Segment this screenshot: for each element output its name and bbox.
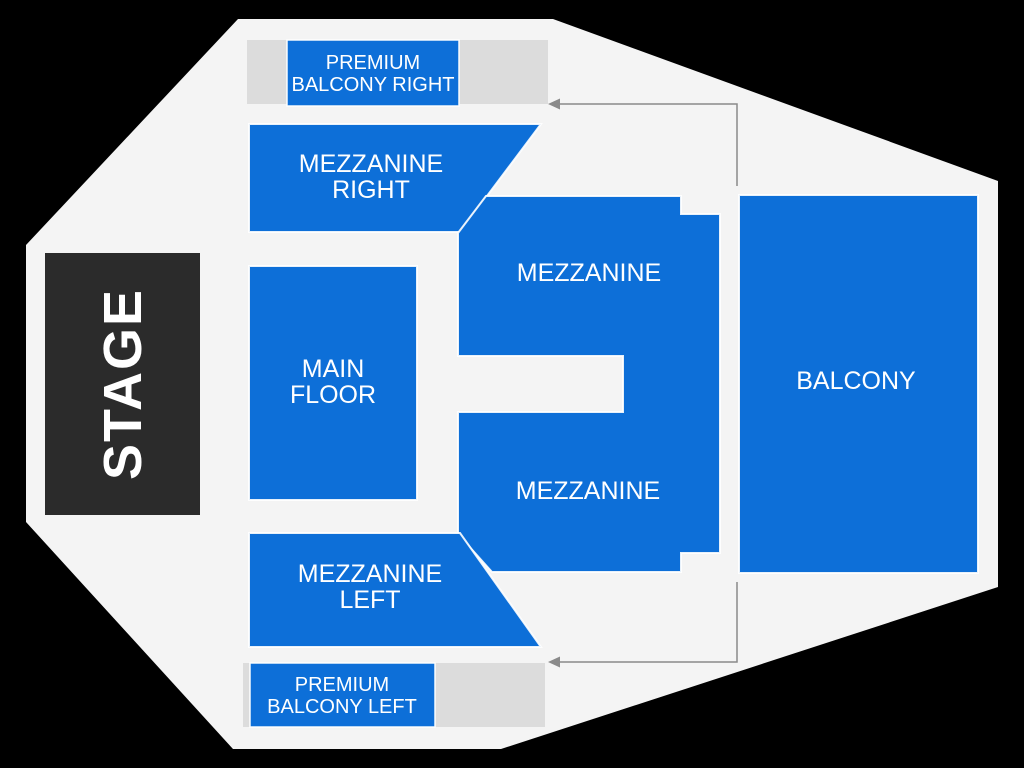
main-floor-label-line1: MAIN: [302, 355, 365, 383]
premium-balcony-left-label-line1: PREMIUM: [295, 674, 389, 696]
section-premium-balcony-right-group: PREMIUM BALCONY RIGHT: [286, 39, 460, 107]
arrow-line-top: [558, 103, 738, 186]
section-balcony[interactable]: [738, 194, 979, 574]
stage: STAGE: [45, 253, 200, 515]
arrow-line-bottom: [558, 582, 738, 663]
premium-balcony-right-label-line1: PREMIUM: [326, 52, 420, 74]
stage-block: [45, 253, 200, 515]
mezzanine-left-label-line1: MEZZANINE: [298, 560, 442, 588]
section-mezzanine-right-group: MEZZANINE RIGHT: [248, 123, 543, 233]
mezzanine-left-label-line2: LEFT: [339, 586, 400, 614]
mezzanine-right-label-line1: MEZZANINE: [299, 150, 443, 178]
section-premium-balcony-left[interactable]: [249, 662, 436, 728]
premium-balcony-left-label-line2: BALCONY LEFT: [267, 696, 417, 718]
arrow-to-premium-balcony-right: [548, 98, 738, 186]
balcony-label: BALCONY: [796, 367, 916, 395]
arrowhead-bottom-icon: [548, 656, 560, 668]
section-balcony-group: BALCONY: [738, 194, 979, 574]
stage-label: STAGE: [93, 288, 153, 480]
section-mezzanine-center-group: MEZZANINE MEZZANINE: [457, 195, 721, 573]
section-premium-balcony-right[interactable]: [286, 39, 460, 107]
main-floor-label-line2: FLOOR: [290, 381, 376, 409]
mezzanine-right-label-line2: RIGHT: [332, 176, 410, 204]
section-mezzanine-left-group: MEZZANINE LEFT: [248, 532, 543, 648]
section-main-floor[interactable]: [248, 265, 418, 501]
arrowhead-top-icon: [548, 98, 560, 110]
mezzanine-lower-label: MEZZANINE: [516, 477, 660, 505]
section-main-floor-group: MAIN FLOOR: [248, 265, 418, 501]
mezzanine-upper-label: MEZZANINE: [517, 259, 661, 287]
section-mezzanine-left[interactable]: [248, 532, 543, 648]
premium-balcony-right-label-line2: BALCONY RIGHT: [292, 74, 455, 96]
arrow-to-premium-balcony-left: [548, 582, 738, 668]
section-mezzanine-center[interactable]: [457, 195, 721, 573]
section-premium-balcony-left-group: PREMIUM BALCONY LEFT: [249, 662, 436, 728]
